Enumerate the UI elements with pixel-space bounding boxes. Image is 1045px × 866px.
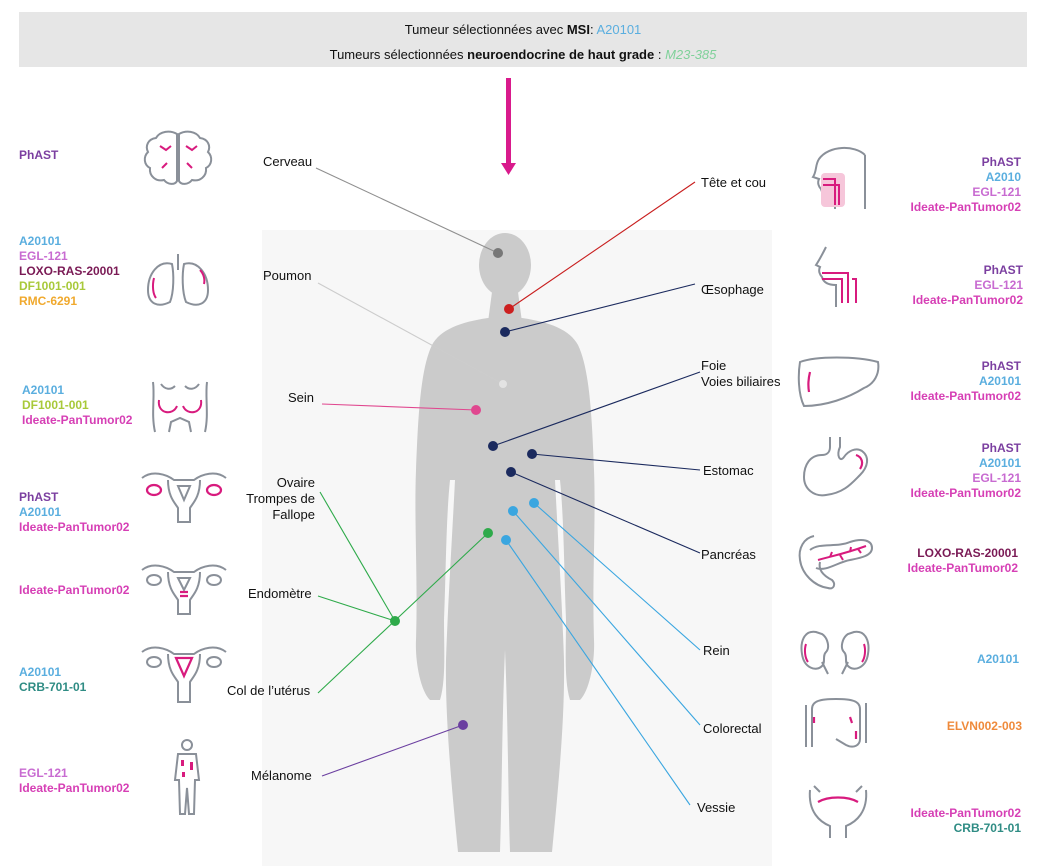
- trial-label: Ideate-PanTumor02: [910, 806, 1021, 820]
- trial-label: Ideate-PanTumor02: [907, 561, 1018, 575]
- trial-label: CRB-701-01: [19, 680, 87, 694]
- trial-label: EGL-121: [972, 185, 1021, 199]
- trial-label: LOXO-RAS-20001: [917, 546, 1018, 560]
- trial-label: RMC-6291: [19, 294, 78, 308]
- organ-label-sein: Sein: [288, 390, 315, 405]
- trial-label: Ideate-PanTumor02: [910, 486, 1021, 500]
- organ-label-cerveau: Cerveau: [263, 154, 313, 169]
- trial-label: PhAST: [19, 490, 59, 504]
- organ-label-oesophage: Œsophage: [701, 282, 764, 297]
- trial-label: A20101: [22, 383, 65, 397]
- trial-list-bladder: Ideate-PanTumor02 CRB-701-01: [880, 806, 1021, 836]
- down-arrow-icon: [501, 78, 516, 175]
- trial-list-endometrium: Ideate-PanTumor02: [19, 583, 129, 598]
- trial-list-esophagus: PhAST EGL-121 Ideate-PanTumor02: [880, 263, 1023, 308]
- trial-list-ovary: PhAST A20101 Ideate-PanTumor02: [19, 490, 129, 535]
- trial-list-breast: A20101 DF1001-001 Ideate-PanTumor02: [22, 383, 132, 428]
- organ-label-col-uterus: Col de l’utérus: [227, 683, 311, 698]
- trial-label: A2010: [985, 170, 1021, 184]
- trial-label: PhAST: [981, 359, 1021, 373]
- organ-label-ovaire: Ovaire Trompes de Fallope: [246, 475, 315, 522]
- colon-icon: [805, 697, 867, 748]
- organ-label-endometre: Endomètre: [248, 586, 312, 601]
- trial-label: EGL-121: [19, 766, 68, 780]
- trial-label: DF1001-001: [22, 398, 89, 412]
- trial-label: Ideate-PanTumor02: [910, 389, 1021, 403]
- organ-label-estomac: Estomac: [703, 463, 754, 478]
- trial-label: PhAST: [981, 155, 1021, 169]
- trial-list-colon: ELVN002-003: [880, 719, 1022, 734]
- trial-label: Ideate-PanTumor02: [22, 413, 133, 427]
- ovary-icon: [141, 472, 227, 523]
- trial-label: EGL-121: [19, 249, 68, 263]
- liver-icon: [797, 356, 880, 408]
- organ-label-colorectal: Colorectal: [703, 721, 762, 736]
- organ-label-rein: Rein: [703, 643, 730, 658]
- trial-list-head-neck: PhAST A2010 EGL-121 Ideate-PanTumor02: [880, 155, 1021, 215]
- trial-list-lung: A20101 EGL-121 LOXO-RAS-20001 DF1001-001…: [19, 234, 120, 309]
- brain-icon: [143, 130, 213, 185]
- trial-label: LOXO-RAS-20001: [19, 264, 120, 278]
- connector-lines: [315, 167, 701, 806]
- trial-list-kidney: A20101: [880, 652, 1019, 667]
- organ-label-tete-cou: Tête et cou: [701, 175, 767, 190]
- banner-line-msi: Tumeur sélectionnées avec MSI: A20101: [404, 22, 642, 37]
- trial-label: A20101: [978, 456, 1021, 470]
- trial-label: Ideate-PanTumor02: [19, 781, 130, 795]
- trial-list-melanoma: EGL-121 Ideate-PanTumor02: [19, 766, 129, 796]
- trial-label: Ideate-PanTumor02: [19, 583, 130, 597]
- lungs-icon: [146, 254, 210, 306]
- breast-icon: [152, 381, 208, 433]
- trial-list-pancreas: LOXO-RAS-20001 Ideate-PanTumor02: [880, 546, 1018, 576]
- trial-list-stomach: PhAST A20101 EGL-121 Ideate-PanTumor02: [880, 441, 1021, 501]
- trial-label: PhAST: [983, 263, 1023, 277]
- cervix-icon: [141, 646, 227, 703]
- trial-list-liver: PhAST A20101 Ideate-PanTumor02: [880, 359, 1021, 404]
- trial-label: PhAST: [19, 148, 59, 162]
- location-dots: [390, 248, 539, 730]
- trial-list-brain: PhAST: [19, 148, 58, 163]
- kidney-icon: [800, 630, 870, 675]
- esophagus-icon: [814, 246, 857, 307]
- banner-line-neuroendocrine: Tumeurs sélectionnées neuroendocrine de …: [329, 47, 717, 62]
- trial-label: A20101: [976, 652, 1019, 666]
- trial-label: Ideate-PanTumor02: [912, 293, 1023, 307]
- trial-list-cervix: A20101 CRB-701-01: [19, 665, 86, 695]
- bladder-icon: [808, 785, 868, 838]
- pancreas-icon: [798, 535, 874, 590]
- trial-label: Ideate-PanTumor02: [910, 200, 1021, 214]
- trial-label: CRB-701-01: [953, 821, 1021, 835]
- endometrium-icon: [141, 564, 227, 615]
- trial-label: A20101: [19, 234, 62, 248]
- trial-label: PhAST: [981, 441, 1021, 455]
- organ-label-vessie: Vessie: [697, 800, 736, 815]
- trial-label: Ideate-PanTumor02: [19, 520, 130, 534]
- trial-label: A20101: [19, 665, 62, 679]
- trial-label: EGL-121: [972, 471, 1021, 485]
- organ-label-foie: Foie Voies biliaires: [701, 358, 781, 389]
- selection-banner: Tumeur sélectionnées avec MSI: A20101 Tu…: [19, 12, 1027, 67]
- skin-icon: [173, 739, 201, 815]
- trial-label: ELVN002-003: [946, 719, 1022, 733]
- trial-label: A20101: [978, 374, 1021, 388]
- organ-label-pancreas: Pancréas: [701, 547, 756, 562]
- organ-label-melanome: Mélanome: [251, 768, 312, 783]
- stomach-icon: [802, 437, 868, 497]
- trial-label: EGL-121: [974, 278, 1023, 292]
- organ-label-poumon: Poumon: [263, 268, 312, 283]
- trial-label: A20101: [19, 505, 62, 519]
- human-silhouette: [415, 233, 595, 852]
- trial-label: DF1001-001: [19, 279, 86, 293]
- head-neck-icon: [811, 147, 866, 209]
